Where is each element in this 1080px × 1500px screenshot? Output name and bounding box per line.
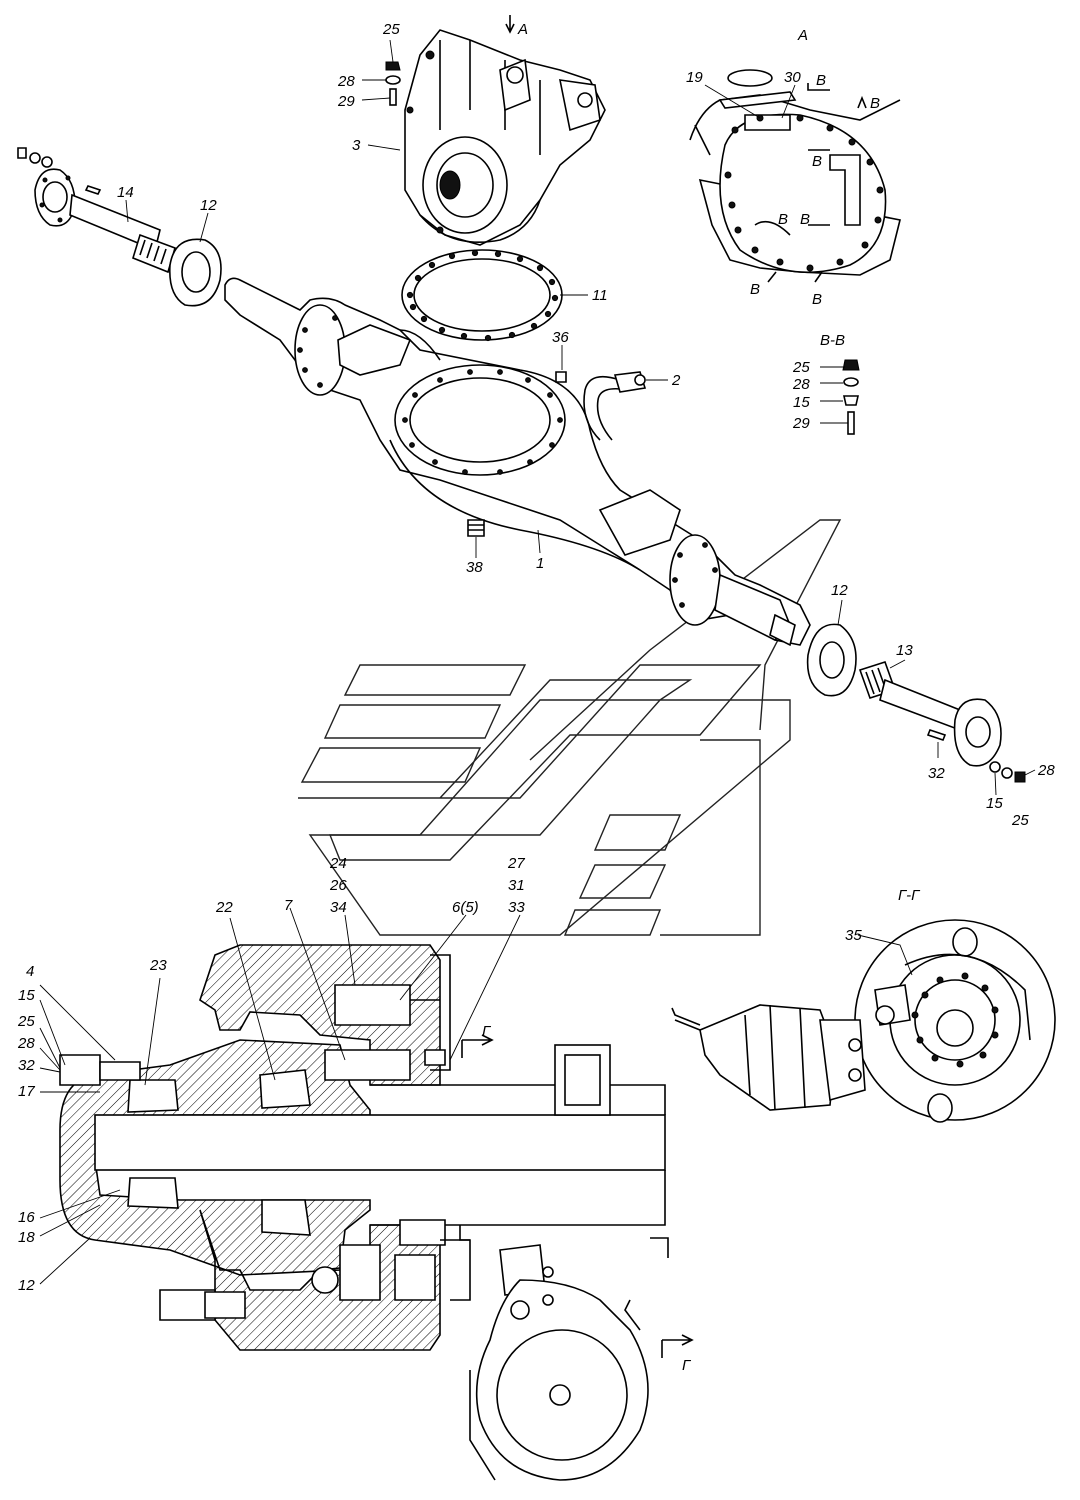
- section-markers: [459, 15, 867, 1358]
- labels: А А В-В Г-Г В В В В В В В Г Г 25 28 29 3…: [17, 21, 1055, 1374]
- label-12-left: 12: [18, 1277, 35, 1294]
- label-15-bb: 15: [793, 394, 810, 411]
- b-mark-2: В: [870, 95, 880, 112]
- label-15-right: 15: [986, 795, 1003, 812]
- label-25-bb: 25: [792, 359, 810, 376]
- label-25-top: 25: [382, 21, 400, 38]
- label-35: 35: [845, 927, 862, 944]
- watermark-logo: [298, 519, 842, 936]
- label-15-left: 15: [18, 987, 35, 1004]
- half-shaft-13: [858, 661, 1026, 783]
- label-28-bb: 28: [792, 376, 810, 393]
- label-23: 23: [149, 957, 167, 974]
- view-a-detail: [689, 69, 901, 276]
- differential-assembly: [404, 29, 606, 246]
- label-25-left: 25: [17, 1013, 35, 1030]
- label-28-top: 28: [337, 73, 355, 90]
- breather-hose-2: [467, 371, 647, 537]
- label-36: 36: [552, 329, 569, 346]
- label-29-top: 29: [337, 93, 355, 110]
- label-34: 34: [330, 899, 347, 916]
- label-30: 30: [784, 69, 801, 86]
- b-mark-5: В: [800, 211, 810, 228]
- gasket-12-upper: [168, 238, 222, 307]
- label-12-upper: 12: [200, 197, 217, 214]
- view-a-title: А: [797, 27, 808, 44]
- hub-cross-section: [59, 944, 666, 1351]
- label-3: 3: [352, 137, 361, 154]
- label-2: 2: [671, 372, 681, 389]
- b-mark-7: В: [812, 291, 822, 308]
- b-mark-3: В: [812, 153, 822, 170]
- label-13: 13: [896, 642, 913, 659]
- section-bb-title: В-В: [820, 332, 845, 349]
- label-28-right: 28: [1037, 762, 1055, 779]
- label-32-left: 32: [18, 1057, 35, 1074]
- section-bb-fasteners: [842, 359, 860, 435]
- label-25-right: 25: [1011, 812, 1029, 829]
- g-mark-upper: Г: [482, 1023, 492, 1040]
- label-4: 4: [26, 963, 34, 980]
- label-17: 17: [18, 1083, 35, 1100]
- label-1: 1: [536, 555, 544, 572]
- arrow-a-label: А: [517, 21, 528, 38]
- brake-chamber-section: [469, 1244, 649, 1481]
- label-38: 38: [466, 559, 483, 576]
- label-31: 31: [508, 877, 525, 894]
- label-27: 27: [507, 855, 525, 872]
- label-6-5: 6(5): [452, 899, 479, 916]
- label-24: 24: [329, 855, 347, 872]
- label-14: 14: [117, 184, 134, 201]
- label-26: 26: [329, 877, 347, 894]
- half-shaft-14: [17, 147, 176, 274]
- label-32-right: 32: [928, 765, 945, 782]
- label-22: 22: [215, 899, 233, 916]
- label-19: 19: [686, 69, 703, 86]
- label-33: 33: [508, 899, 525, 916]
- label-18: 18: [18, 1229, 35, 1246]
- leader-lines: [39, 39, 1036, 1285]
- label-11: 11: [592, 287, 608, 304]
- label-7: 7: [284, 897, 293, 914]
- label-29-bb: 29: [792, 415, 810, 432]
- b-mark-1: В: [816, 72, 826, 89]
- b-mark-4: В: [778, 211, 788, 228]
- gasket-11: [401, 249, 563, 342]
- section-gg-brake: [671, 919, 1056, 1123]
- gasket-12-right: [806, 623, 857, 697]
- label-28-left: 28: [17, 1035, 35, 1052]
- label-16: 16: [18, 1209, 35, 1226]
- axle-housing: [224, 277, 811, 647]
- g-mark-lower: Г: [682, 1357, 692, 1374]
- b-mark-6: В: [750, 281, 760, 298]
- label-12-right: 12: [831, 582, 848, 599]
- section-gg-title: Г-Г: [898, 887, 921, 904]
